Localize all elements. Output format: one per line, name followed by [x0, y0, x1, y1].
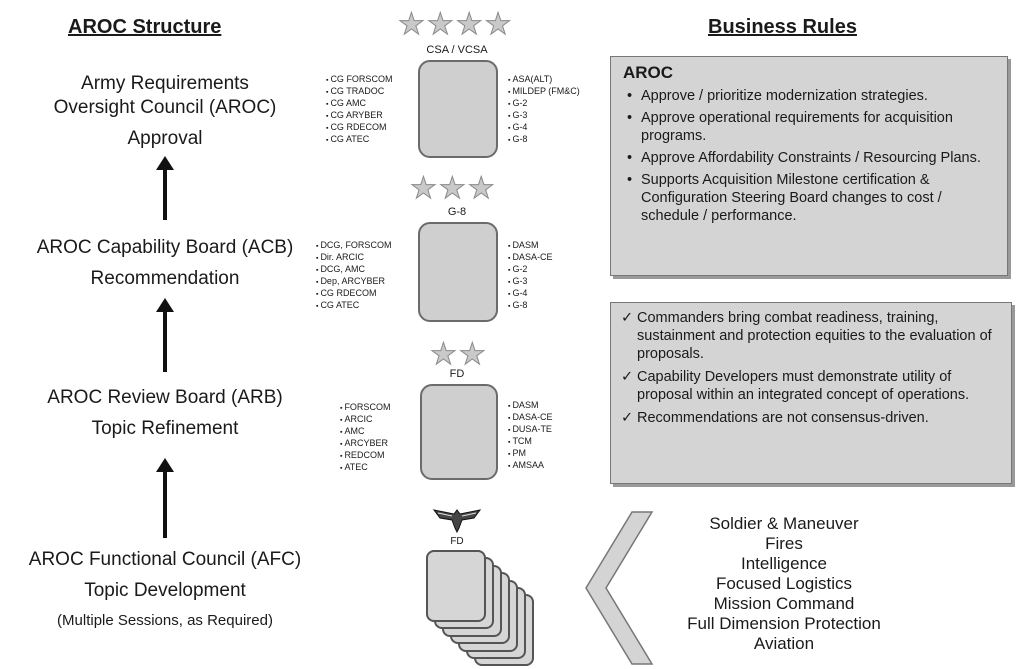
level-aroc-role: Approval: [127, 128, 203, 149]
list-item: Capability Developers must demonstrate u…: [621, 368, 1005, 404]
list-item: G-8: [508, 300, 552, 312]
board2-right-members: DASM DASA-CE G-2 G-3 G-4 G-8: [508, 240, 552, 312]
board4-chair: FD: [450, 536, 464, 547]
list-item: ATEC: [340, 462, 390, 474]
list-item: Dep, ARCYBER: [316, 276, 391, 288]
left-chevron-icon: [585, 511, 654, 665]
list-item: MILDEP (FM&C): [508, 86, 579, 98]
list-item: PM: [508, 448, 552, 460]
level-acb-role: Recommendation: [90, 268, 240, 289]
list-item: Approve / prioritize modernization strat…: [627, 87, 999, 105]
list-item: DASM: [508, 240, 552, 252]
list-item: FORSCOM: [340, 402, 390, 414]
board3-right-members: DASM DASA-CE DUSA-TE TCM PM AMSAA: [508, 400, 552, 472]
list-item: Recommendations are not consensus-driven…: [621, 409, 1005, 427]
list-item: Supports Acquisition Milestone certifica…: [627, 171, 999, 225]
stacked-sessions: [426, 550, 536, 668]
level-afc-title: AROC Functional Council (AFC): [28, 549, 302, 570]
list-item: DCG, FORSCOM: [316, 240, 391, 252]
aroc-rules-list: Approve / prioritize modernization strat…: [611, 87, 1007, 225]
list-item: Full Dimension Protection: [687, 614, 881, 633]
list-item: TCM: [508, 436, 552, 448]
list-item: ARCYBER: [340, 438, 390, 450]
level-aroc: Army Requirements Oversight Council (ARO…: [0, 72, 330, 150]
level-acb: AROC Capability Board (ACB) Recommendati…: [0, 236, 330, 290]
list-item: G-4: [508, 288, 552, 300]
list-item: CG ARYBER: [326, 110, 392, 122]
list-item: AMSAA: [508, 460, 552, 472]
list-item: DUSA-TE: [508, 424, 552, 436]
list-item: CG FORSCOM: [326, 74, 392, 86]
board3-table: [420, 384, 498, 480]
aroc-structure-header: AROC Structure: [68, 16, 222, 38]
list-item: CG ATEC: [316, 300, 391, 312]
list-item: REDCOM: [340, 450, 390, 462]
up-arrow-icon: [156, 156, 174, 220]
board3-left-members: FORSCOM ARCIC AMC ARCYBER REDCOM ATEC: [340, 402, 390, 474]
list-item: CG AMC: [326, 98, 392, 110]
functional-councils-list: Soldier & Maneuver Fires Intelligence Fo…: [654, 514, 914, 654]
level-arb-role: Topic Refinement: [91, 418, 239, 439]
list-item: CG RDECOM: [316, 288, 391, 300]
board2-chair: G-8: [447, 206, 467, 218]
principles-box: Commanders bring combat readiness, train…: [610, 302, 1012, 484]
list-item: G-3: [508, 276, 552, 288]
principles-list: Commanders bring combat readiness, train…: [611, 309, 1011, 427]
level-arb: AROC Review Board (ARB) Topic Refinement: [0, 386, 330, 440]
list-item: G-3: [508, 110, 580, 122]
list-item: Mission Command: [713, 594, 855, 613]
list-item: CG RDECOM: [326, 122, 392, 134]
board1-right-members: ASA(ALT) MILDEP (FM&C) G-2 G-3 G-4 G-8: [508, 74, 580, 146]
board3-chair: FD: [449, 368, 465, 380]
up-arrow-icon: [156, 298, 174, 372]
level-aroc-title-line2: Oversight Council (AROC): [53, 97, 277, 118]
star-icon: ★★: [430, 338, 488, 371]
level-arb-title: AROC Review Board (ARB): [47, 387, 283, 408]
level-aroc-title-line1: Army Requirements: [81, 73, 249, 94]
level-afc: AROC Functional Council (AFC) Topic Deve…: [0, 548, 330, 629]
up-arrow-icon: [156, 458, 174, 538]
list-item: Soldier & Maneuver: [709, 514, 859, 533]
level-afc-note: (Multiple Sessions, as Required): [57, 612, 273, 629]
aroc-rules-title: AROC: [623, 63, 674, 82]
list-item: DCG, AMC: [316, 264, 391, 276]
list-item: ASA(ALT): [508, 74, 580, 86]
list-item: Approve operational requirements for acq…: [627, 109, 999, 145]
board1-left-members: CG FORSCOM CG TRADOC CG AMC CG ARYBER CG…: [326, 74, 392, 146]
list-item: G-4: [508, 122, 580, 134]
list-item: G-2: [508, 98, 580, 110]
list-item: Dir. ARCIC: [316, 252, 391, 264]
list-item: DASA-CE: [508, 252, 552, 264]
list-item: CG TRADOC: [326, 86, 392, 98]
business-rules-header: Business Rules: [708, 16, 857, 38]
list-item: DASA-CE: [508, 412, 552, 424]
list-item: Aviation: [753, 634, 815, 653]
list-item: Approve Affordability Constraints / Reso…: [627, 149, 999, 167]
list-item: DASM: [508, 400, 552, 412]
list-item: Intelligence: [740, 554, 827, 573]
board1-table: [418, 60, 498, 158]
list-item: Fires: [765, 534, 803, 553]
list-item: Commanders bring combat readiness, train…: [621, 309, 1005, 363]
list-item: ARCIC: [340, 414, 390, 426]
list-item: CG ATEC: [326, 134, 392, 146]
list-item: AMC: [340, 426, 390, 438]
aroc-rules-box: AROC Approve / prioritize modernization …: [610, 56, 1008, 276]
board2-left-members: DCG, FORSCOM Dir. ARCIC DCG, AMC Dep, AR…: [316, 240, 391, 312]
board2-table: [418, 222, 498, 322]
list-item: G-8: [508, 134, 580, 146]
board1-chair: CSA / VCSA: [426, 44, 488, 56]
level-acb-title: AROC Capability Board (ACB): [36, 237, 294, 258]
level-afc-role: Topic Development: [84, 580, 246, 601]
star-icon: ★★★: [410, 172, 497, 205]
list-item: G-2: [508, 264, 552, 276]
session-card: [426, 550, 486, 622]
eagle-insignia-icon: [432, 509, 482, 534]
list-item: Focused Logistics: [715, 574, 853, 593]
star-icon: ★★★★: [398, 8, 514, 41]
